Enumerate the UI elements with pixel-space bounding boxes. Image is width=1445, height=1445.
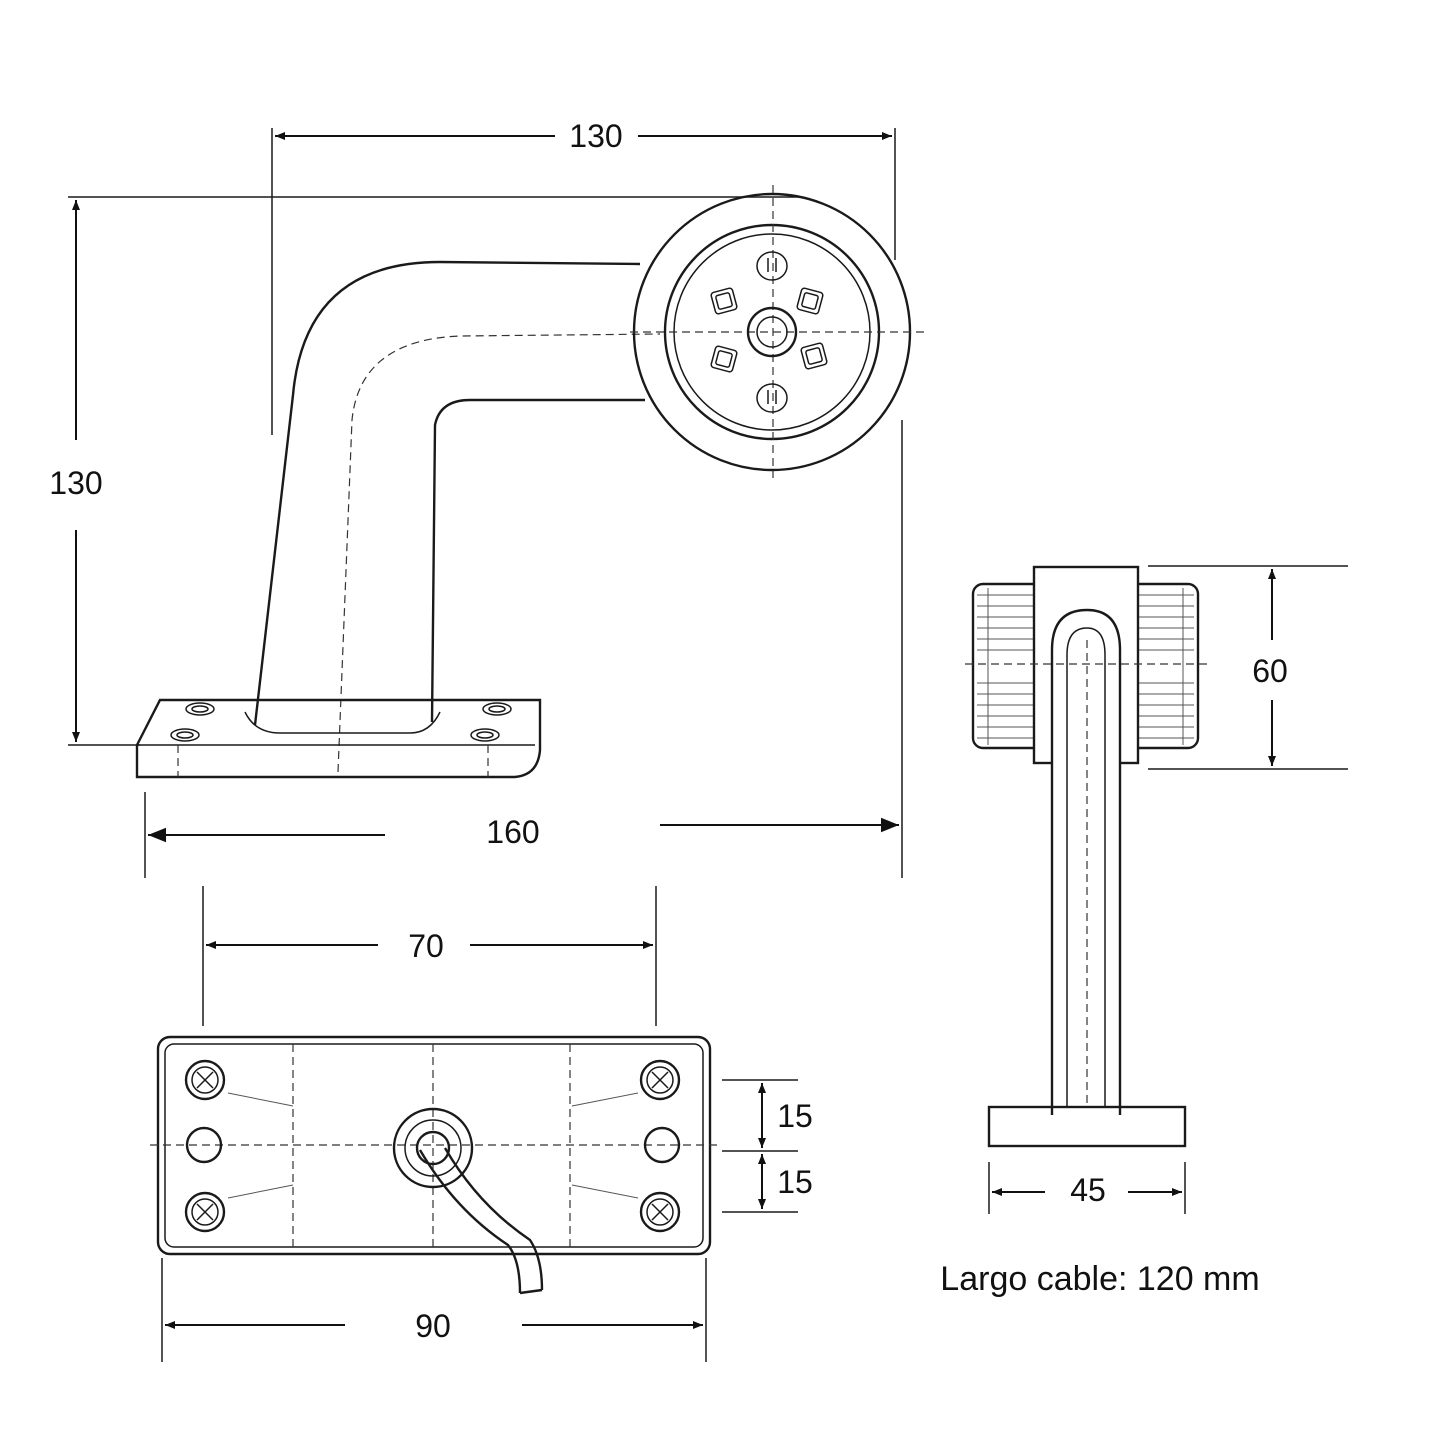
bottom-view: 70 bbox=[150, 886, 813, 1362]
dim-plate-length: 90 bbox=[415, 1308, 451, 1344]
dim-base-length: 160 bbox=[486, 814, 539, 850]
dim-offset-upper: 15 bbox=[777, 1098, 813, 1134]
dim-top-width: 130 bbox=[569, 118, 622, 154]
front-view: 130 130 160 bbox=[49, 118, 925, 878]
dim-side-width: 45 bbox=[1070, 1172, 1106, 1208]
cable-length-note: Largo cable: 120 mm bbox=[940, 1260, 1259, 1298]
dim-hole-spacing: 70 bbox=[408, 928, 444, 964]
side-view: 60 45 bbox=[965, 565, 1348, 1214]
dim-side-height: 60 bbox=[1252, 653, 1288, 689]
dim-left-height: 130 bbox=[49, 465, 102, 501]
dim-offset-lower: 15 bbox=[777, 1164, 813, 1200]
